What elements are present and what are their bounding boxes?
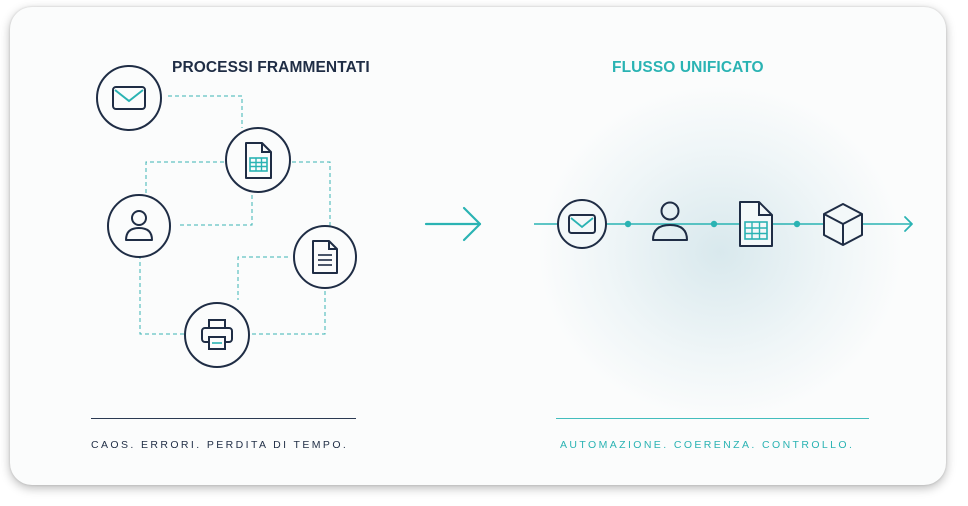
right-panel-title: FLUSSO UNIFICATO <box>612 59 764 76</box>
left-divider <box>91 418 356 419</box>
node-mail <box>96 65 162 131</box>
flow-node-package <box>823 203 863 246</box>
right-panel-tagline: AUTOMAZIONE. COERENZA. CONTROLLO. <box>560 439 855 451</box>
left-panel-tagline: CAOS. ERRORI. PERDITA DI TEMPO. <box>91 439 349 451</box>
flow-dot <box>710 220 718 228</box>
user-icon <box>125 210 153 241</box>
background-glow <box>540 87 900 417</box>
right-divider <box>556 418 869 419</box>
flow-dot <box>624 220 632 228</box>
connector-user-doc <box>180 192 253 226</box>
package-icon <box>823 203 863 246</box>
node-document <box>293 225 357 289</box>
connector-printer-doc <box>252 290 326 335</box>
document-icon <box>312 240 338 274</box>
mail-icon <box>568 214 596 234</box>
left-panel-title: PROCESSI FRAMMENTATI <box>172 59 370 76</box>
node-printer <box>184 302 250 368</box>
spreadsheet-icon <box>245 142 272 179</box>
connector-sheet-user <box>145 161 224 196</box>
node-user <box>107 194 171 258</box>
connector-user-printer <box>139 255 184 335</box>
user-icon <box>652 201 688 241</box>
mail-icon <box>112 86 146 110</box>
diagram-card <box>10 7 946 485</box>
connector-doc-printer <box>237 256 288 300</box>
flow-node-spreadsheet <box>739 201 773 247</box>
arrow-right-icon <box>424 206 482 242</box>
flow-dot <box>793 220 801 228</box>
flow-node-user <box>652 201 688 241</box>
connector-mail-sheet <box>168 95 243 128</box>
node-spreadsheet <box>225 127 291 193</box>
printer-icon <box>201 319 233 350</box>
flow-node-mail <box>557 199 607 249</box>
spreadsheet-icon <box>739 201 773 247</box>
connector-sheet-doc <box>292 161 331 227</box>
fragmented-connectors <box>139 95 331 335</box>
